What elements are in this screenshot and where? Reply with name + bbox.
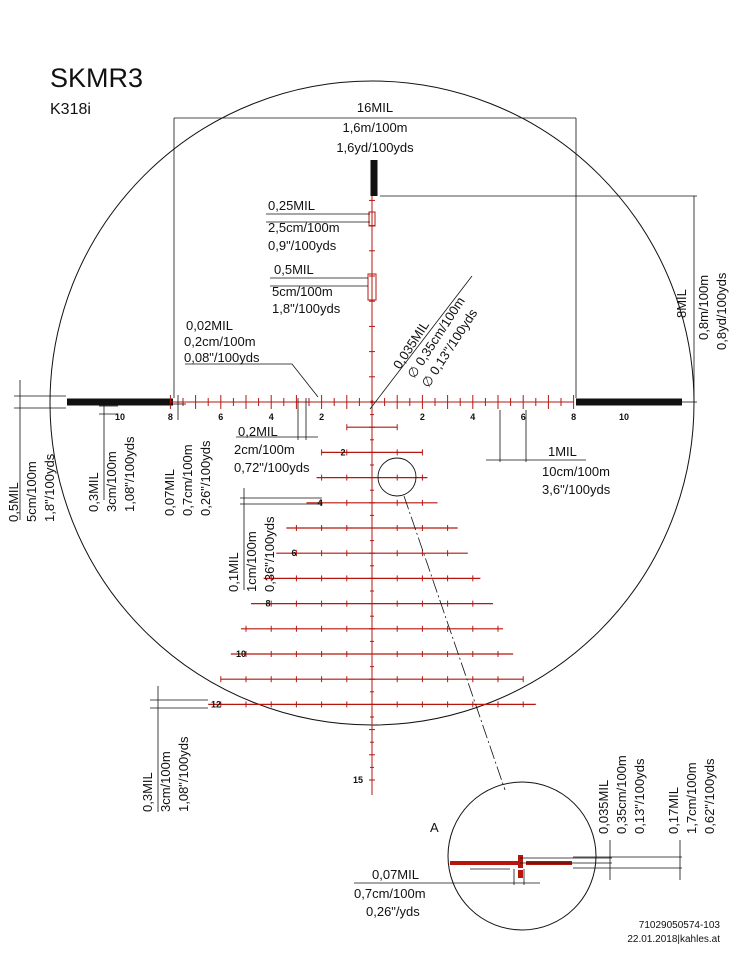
vertical-scale-label: 15 (353, 775, 363, 785)
vertical-scale-label: 4 (317, 498, 322, 508)
svg-text:0,35cm/100m: 0,35cm/100m (614, 755, 629, 834)
vertical-scale-label: 12 (211, 699, 221, 709)
svg-text:0,08"/100yds: 0,08"/100yds (184, 350, 260, 365)
post-025-box (368, 211, 376, 227)
svg-text:0,8m/100m: 0,8m/100m (696, 275, 711, 340)
svg-text:0,8yd/100yds: 0,8yd/100yds (714, 272, 729, 350)
annotation-025mil: 0,25MIL 2,5cm/100m 0,9"/100yds (268, 198, 340, 253)
svg-text:0,17MIL: 0,17MIL (666, 787, 681, 834)
annotation-01mil: 0,1MIL 1cm/100m 0,36"/100yds (226, 516, 277, 592)
vertical-scale-label: 2 (340, 447, 345, 457)
detail-leader-line (403, 495, 506, 791)
annotation-1mil: 1MIL 10cm/100m 3,6"/100yds (542, 444, 611, 497)
annotation-02mil: 0,2MIL 2cm/100m 0,72"/100yds (234, 424, 310, 475)
horizontal-scale-label: 8 (168, 412, 173, 422)
svg-text:1,6m/100m: 1,6m/100m (342, 120, 407, 135)
annotation-left-007mil: 0,07MIL 0,7cm/100m 0,26"/100yds (162, 440, 213, 516)
svg-text:2,5cm/100m: 2,5cm/100m (268, 220, 340, 235)
reticle-subtitle: K318i (50, 101, 91, 118)
horizontal-scale-label: 4 (269, 412, 274, 422)
svg-text:0,3MIL: 0,3MIL (140, 772, 155, 812)
svg-text:1MIL: 1MIL (548, 444, 577, 459)
vertical-scale-labels: 2 4 6 8 10 12 15 (211, 447, 363, 785)
horizontal-scale-labels: 10 8 6 4 2 2 4 6 8 10 (115, 412, 629, 422)
svg-text:10cm/100m: 10cm/100m (542, 464, 610, 479)
svg-text:0,9"/100yds: 0,9"/100yds (268, 238, 337, 253)
horizontal-scale-label: 6 (218, 412, 223, 422)
date-brand: 22.01.2018|kahles.at (627, 934, 720, 945)
annotation-detail-017mil: 0,17MIL 1,7cm/100m 0,62"/100yds (666, 758, 717, 834)
vertical-scale-label: 6 (291, 548, 296, 558)
detail-dimension-lines (354, 840, 682, 885)
annotation-bottom-03mil: 0,3MIL 3cm/100m 1,08"/100yds (140, 736, 191, 812)
svg-text:0,13"/100yds: 0,13"/100yds (632, 758, 647, 834)
svg-text:1,08"/100yds: 1,08"/100yds (176, 736, 191, 812)
horizontal-scale-label: 8 (571, 412, 576, 422)
right-thick-post (576, 398, 682, 406)
left-thick-post (67, 398, 173, 406)
annotation-left-05mil: 0,5MIL 5cm/100m 1,8"/100yds (6, 453, 57, 522)
annotation-8mil: 8MIL 0,8m/100m 0,8yd/100yds (674, 272, 729, 350)
annotation-0035mil: 0,035MIL ∅ 0,35cm/100m ∅ 0,13"/100yds (390, 294, 481, 390)
svg-text:8MIL: 8MIL (674, 289, 689, 318)
reticle-lines (169, 196, 575, 795)
svg-text:0,07MIL: 0,07MIL (372, 867, 419, 882)
annotation-16mil: 16MIL 1,6m/100m 1,6yd/100yds (336, 100, 414, 155)
reticle-title: SKMR3 (50, 63, 144, 93)
center-dot (370, 400, 374, 404)
dimension-lines (14, 117, 697, 812)
svg-text:3,6"/100yds: 3,6"/100yds (542, 482, 611, 497)
svg-text:1,08"/100yds: 1,08"/100yds (122, 436, 137, 512)
svg-text:0,5MIL: 0,5MIL (6, 482, 21, 522)
detail-reticle (450, 855, 572, 878)
vertical-scale-label: 10 (236, 649, 246, 659)
svg-text:0,72"/100yds: 0,72"/100yds (234, 460, 310, 475)
svg-text:1,6yd/100yds: 1,6yd/100yds (336, 140, 414, 155)
svg-text:0,5MIL: 0,5MIL (274, 262, 314, 277)
svg-text:0,035MIL: 0,035MIL (596, 780, 611, 834)
svg-text:1,7cm/100m: 1,7cm/100m (684, 762, 699, 834)
top-thick-post (370, 160, 378, 196)
annotation-left-03mil: 0,3MIL 3cm/100m 1,08"/100yds (86, 436, 137, 512)
annotation-002mil: 0,02MIL 0,2cm/100m 0,08"/100yds (184, 318, 260, 365)
svg-text:0,07MIL: 0,07MIL (162, 469, 177, 516)
svg-text:3cm/100m: 3cm/100m (104, 451, 119, 512)
svg-text:1,8"/100yds: 1,8"/100yds (272, 301, 341, 316)
svg-text:1cm/100m: 1cm/100m (244, 531, 259, 592)
horizontal-scale-label: 10 (619, 412, 629, 422)
horizontal-scale-label: 10 (115, 412, 125, 422)
horizontal-scale-label: 2 (420, 412, 425, 422)
svg-text:0,62"/100yds: 0,62"/100yds (702, 758, 717, 834)
horizontal-scale-label: 2 (319, 412, 324, 422)
svg-text:0,7cm/100m: 0,7cm/100m (354, 886, 426, 901)
svg-text:0,36"/100yds: 0,36"/100yds (262, 516, 277, 592)
detail-circle-a (447, 781, 597, 931)
horizontal-scale-label: 6 (521, 412, 526, 422)
svg-text:0,1MIL: 0,1MIL (226, 552, 241, 592)
part-number: 71029050574-103 (638, 920, 720, 931)
svg-text:0,25MIL: 0,25MIL (268, 198, 315, 213)
svg-text:0,2MIL: 0,2MIL (238, 424, 278, 439)
vertical-scale-label: 8 (265, 599, 270, 609)
svg-text:5cm/100m: 5cm/100m (272, 284, 333, 299)
detail-marker-circle (377, 457, 417, 497)
annotation-05mil: 0,5MIL 5cm/100m 1,8"/100yds (272, 262, 341, 316)
annotation-detail-0035mil: 0,035MIL 0,35cm/100m 0,13"/100yds (596, 755, 647, 834)
svg-text:0,2cm/100m: 0,2cm/100m (184, 334, 256, 349)
post-05-box (367, 273, 377, 301)
svg-text:5cm/100m: 5cm/100m (24, 461, 39, 522)
svg-text:0,26"/yds: 0,26"/yds (366, 904, 420, 919)
annotation-detail-007mil: 0,07MIL 0,7cm/100m 0,26"/yds (354, 867, 426, 919)
detail-label-a: A (430, 820, 439, 835)
svg-text:0,3MIL: 0,3MIL (86, 472, 101, 512)
svg-text:1,8"/100yds: 1,8"/100yds (42, 453, 57, 522)
svg-text:2cm/100m: 2cm/100m (234, 442, 295, 457)
horizontal-scale-label: 4 (470, 412, 475, 422)
svg-text:0,7cm/100m: 0,7cm/100m (180, 444, 195, 516)
svg-text:0,26"/100yds: 0,26"/100yds (198, 440, 213, 516)
svg-text:0,02MIL: 0,02MIL (186, 318, 233, 333)
svg-text:3cm/100m: 3cm/100m (158, 751, 173, 812)
svg-text:16MIL: 16MIL (357, 100, 393, 115)
